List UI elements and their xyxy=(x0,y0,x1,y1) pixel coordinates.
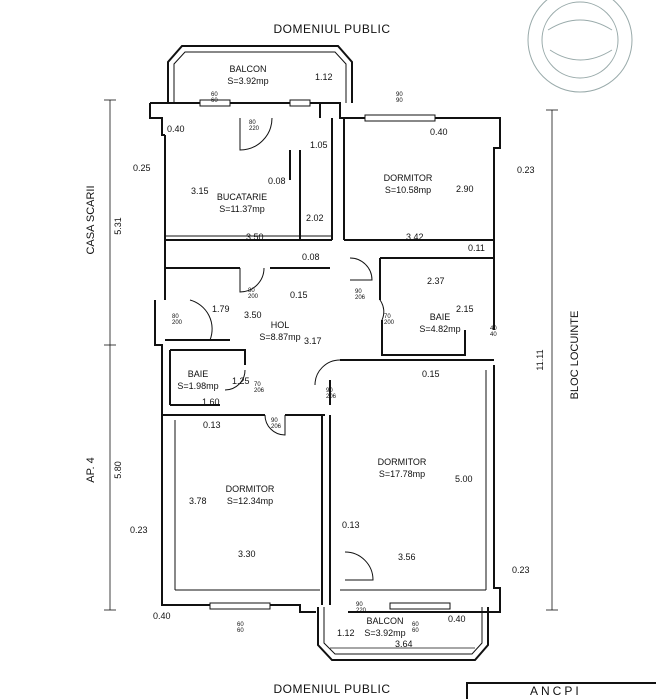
balcon-top-area: S=3.92mp xyxy=(227,76,268,86)
dim-3-17: 3.17 xyxy=(304,336,322,346)
dimension-labels: 1.12 0.40 0.40 1.05 0.25 0.23 3.15 0.08 … xyxy=(113,72,545,649)
interior-walls xyxy=(162,118,494,605)
dim-1-12-bottom: 1.12 xyxy=(337,628,355,638)
ancpi-stamp-text: ANCPI xyxy=(530,684,582,698)
dim-2-02: 2.02 xyxy=(306,213,324,223)
dim-3-42: 3.42 xyxy=(406,232,424,242)
dim-2-15: 2.15 xyxy=(456,304,474,314)
dim-0-40-b: 0.40 xyxy=(430,127,448,137)
top-balcony-wall xyxy=(167,45,353,103)
dim-3-50-b: 3.50 xyxy=(244,310,262,320)
balcon-bottom-name: BALCON xyxy=(366,616,403,626)
dim-5-00: 5.00 xyxy=(455,474,473,484)
dim-0-40-d: 0.40 xyxy=(448,614,466,624)
ancpi-stamp-box xyxy=(466,682,656,699)
dim-1-05: 1.05 xyxy=(310,140,328,150)
baie-right-area: S=4.82mp xyxy=(419,324,460,334)
dormitor-right-name: DORMITOR xyxy=(378,457,427,467)
dim-0-23-a: 0.23 xyxy=(517,165,535,175)
dim-0-15-b: 0.15 xyxy=(422,369,440,379)
bottom-balcony-wall xyxy=(317,607,489,661)
dim-3-56: 3.56 xyxy=(398,552,416,562)
dim-3-78: 3.78 xyxy=(189,496,207,506)
dim-3-15: 3.15 xyxy=(191,186,209,196)
ancpi-seal xyxy=(527,0,633,93)
hol-area: S=8.87mp xyxy=(259,332,300,342)
ap4-label: AP. 4 xyxy=(85,457,97,483)
dim-2-90: 2.90 xyxy=(456,184,474,194)
dim-0-08-b: 0.08 xyxy=(302,252,320,262)
dim-5-31: 5.31 xyxy=(113,217,123,235)
dim-3-30: 3.30 xyxy=(238,549,256,559)
casa-scarii-label: CASA SCARII xyxy=(85,185,97,254)
dim-3-50-a: 3.50 xyxy=(246,232,264,242)
bucatarie-area: S=11.37mp xyxy=(219,204,265,214)
door-swings xyxy=(189,117,385,581)
dim-0-40-c: 0.40 xyxy=(153,611,171,621)
dim-0-25: 0.25 xyxy=(133,163,151,173)
dim-0-13-b: 0.13 xyxy=(342,520,360,530)
dim-0-23-c: 0.23 xyxy=(512,565,530,575)
dim-0-08-a: 0.08 xyxy=(268,176,286,186)
bottom-street-label: DOMENIUL PUBLIC xyxy=(273,682,390,696)
dim-11-11: 11.11 xyxy=(535,349,545,370)
top-street-label: DOMENIUL PUBLIC xyxy=(273,22,390,36)
dim-0-11: 0.11 xyxy=(468,243,485,253)
dormitor-left-name: DORMITOR xyxy=(226,484,275,494)
balcon-top-name: BALCON xyxy=(229,64,266,74)
dim-5-80: 5.80 xyxy=(113,461,123,479)
dormitor-right-area: S=17.78mp xyxy=(379,469,425,479)
windows xyxy=(199,99,451,610)
dormitor-top-name: DORMITOR xyxy=(384,173,433,183)
balcon-bottom-area: S=3.92mp xyxy=(364,628,405,638)
bucatarie-name: BUCATARIE xyxy=(217,192,267,202)
dormitor-top-area: S=10.58mp xyxy=(385,185,431,195)
dim-1-60: 1.60 xyxy=(202,397,220,407)
hol-name: HOL xyxy=(271,320,290,330)
dim-2-37: 2.37 xyxy=(427,276,445,286)
dim-0-40-a: 0.40 xyxy=(167,124,185,134)
dim-0-23-b: 0.23 xyxy=(130,525,148,535)
outer-walls xyxy=(149,102,501,613)
baie-left-name: BAIE xyxy=(188,369,209,379)
dim-1-12-top: 1.12 xyxy=(315,72,333,82)
bloc-locuinte-label: BLOC LOCUINTE xyxy=(569,311,581,400)
dim-0-13-a: 0.13 xyxy=(203,420,221,430)
baie-right-name: BAIE xyxy=(430,312,451,322)
dim-1-25: 1.25 xyxy=(232,376,250,386)
dim-3-64: 3.64 xyxy=(395,639,413,649)
baie-left-area: S=1.98mp xyxy=(177,381,218,391)
dim-0-15-a: 0.15 xyxy=(290,290,308,300)
outer-dimension-lines xyxy=(104,99,558,649)
dim-1-79: 1.79 xyxy=(212,304,230,314)
dormitor-left-area: S=12.34mp xyxy=(227,496,273,506)
